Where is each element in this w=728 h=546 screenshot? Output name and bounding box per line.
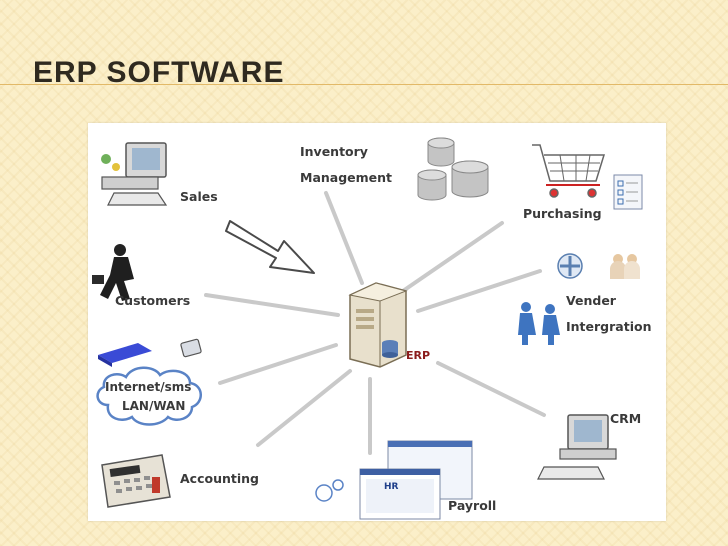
internet-label-line1: Internet/sms	[105, 380, 191, 394]
erp-server-icon	[348, 282, 408, 368]
spoke-inventory	[324, 191, 364, 285]
shopping-cart-icon	[532, 144, 606, 198]
checklist-icon	[613, 174, 643, 210]
sales-computer-icon	[101, 142, 168, 206]
integration-icon	[557, 253, 583, 279]
spoke-crm	[436, 361, 546, 417]
calculator-icon	[101, 454, 171, 508]
spoke-accounting	[256, 369, 352, 447]
spoke-internet	[218, 343, 338, 385]
crm-label: CRM	[610, 411, 641, 426]
database-icon	[417, 137, 489, 201]
spoke-purchasing	[398, 221, 504, 295]
flow-arrow-icon	[225, 220, 315, 274]
erp-diagram: ERP Sales Inventory Management Purch	[88, 123, 666, 521]
erp-diagram-svg: ERP Sales Inventory Management Purch	[92, 137, 651, 520]
modem-icon	[98, 343, 152, 367]
spokes	[204, 191, 546, 455]
spoke-customers	[204, 293, 340, 317]
payroll-windows-icon: HR	[315, 440, 473, 520]
slide-title: ERP SOFTWARE	[33, 56, 285, 89]
hub-label: ERP	[406, 349, 430, 362]
walking-person-icon	[92, 244, 134, 301]
vendor-label-line2: Intergration	[566, 319, 651, 334]
accounting-label: Accounting	[180, 471, 259, 486]
sales-label: Sales	[180, 189, 218, 204]
payroll-label: Payroll	[448, 498, 496, 513]
title-divider	[0, 84, 728, 85]
vendor-label-line1: Vender	[566, 293, 617, 308]
customers-label: Customers	[115, 293, 190, 308]
internet-label-line2: LAN/WAN	[122, 399, 185, 413]
inventory-label-line1: Inventory	[300, 144, 368, 159]
handshake-icon	[518, 302, 560, 345]
inventory-label-line2: Management	[300, 170, 392, 185]
mobile-phone-icon	[180, 338, 202, 358]
purchasing-label: Purchasing	[523, 206, 602, 221]
hr-window-label: HR	[384, 482, 399, 492]
people-icon	[610, 254, 640, 279]
cloud-icon	[96, 366, 202, 426]
spoke-vendor	[416, 269, 542, 313]
crm-computer-icon	[537, 414, 617, 480]
